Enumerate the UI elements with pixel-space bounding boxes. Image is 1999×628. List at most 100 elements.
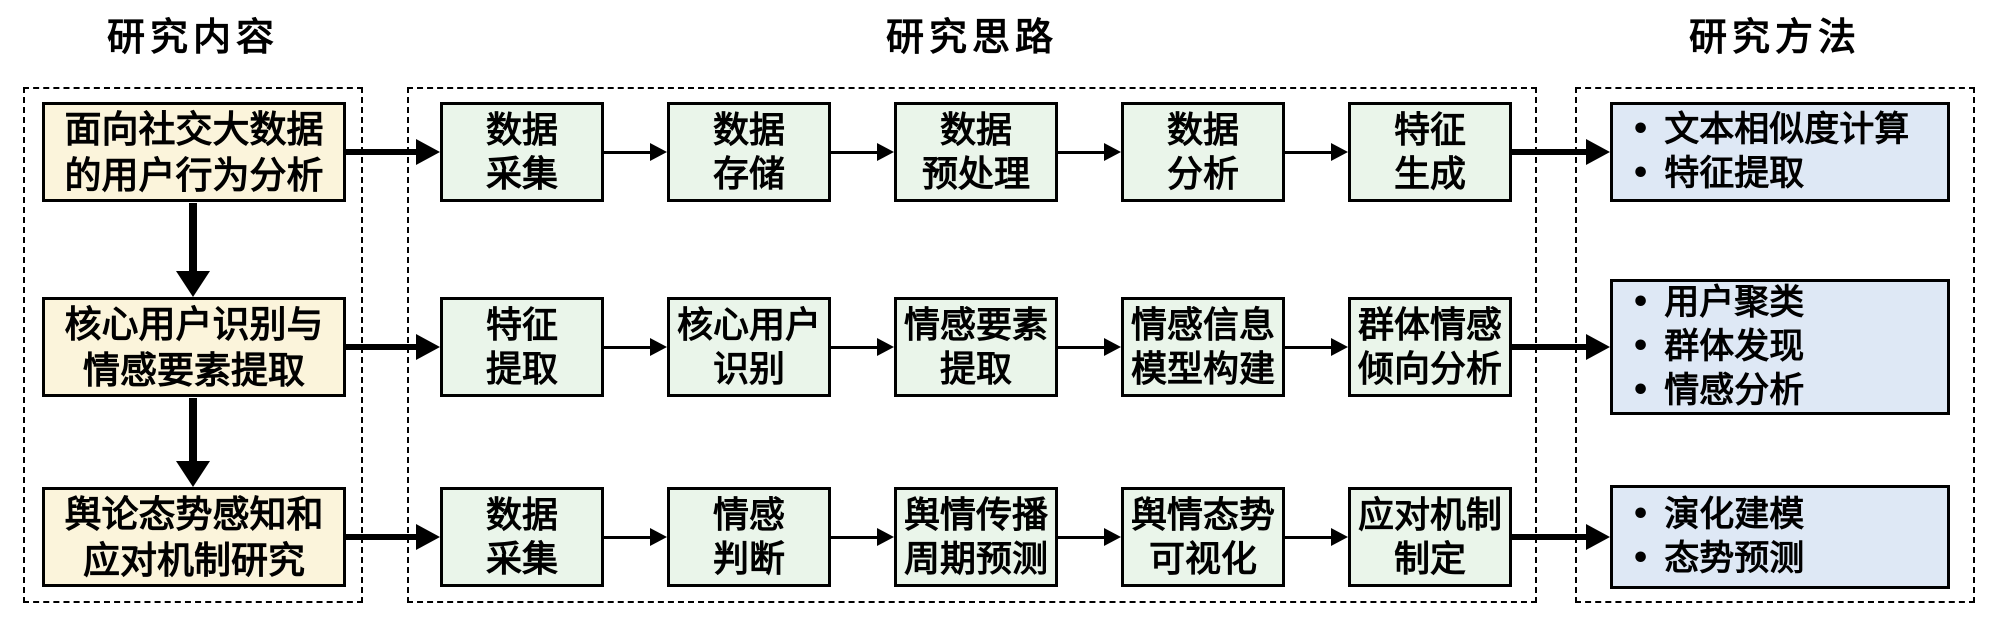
arrow-right-icon [604, 142, 667, 162]
content-box-line: 面向社交大数据 [64, 107, 324, 151]
arrow-down-icon [176, 398, 210, 487]
bullet-icon: • [1631, 329, 1651, 364]
content-box: 面向社交大数据 的用户行为分析 [42, 102, 346, 202]
content-box-line: 核心用户识别与 [64, 302, 324, 346]
step-box: 数据 采集 [440, 102, 604, 202]
arrow-shaft [1512, 149, 1586, 155]
step-box-line: 舆情传播 [903, 494, 1048, 536]
arrow-shaft [346, 344, 416, 350]
content-box: 舆论态势感知和 应对机制研究 [42, 487, 346, 587]
step-box-line: 情感 [712, 494, 785, 536]
arrow-shaft [346, 534, 416, 540]
arrow-right-icon [1058, 527, 1121, 547]
arrow-shaft [831, 150, 877, 154]
method-item: 特征提取 [1664, 153, 1805, 194]
arrow-right-icon [1512, 334, 1610, 360]
bullet-icon: • [1631, 373, 1651, 408]
arrow-shaft [604, 150, 650, 154]
step-box-line: 存储 [712, 153, 785, 195]
column-header-approach: 研究思路 [885, 14, 1058, 59]
method-item-row: • 文本相似度计算 [1631, 108, 1947, 152]
arrow-head [1104, 528, 1121, 546]
arrow-right-icon [1285, 142, 1348, 162]
step-box-line: 情感要素 [903, 304, 1048, 346]
bullet-icon: • [1631, 156, 1651, 191]
method-item: 演化建模 [1664, 494, 1805, 535]
arrow-head [650, 143, 667, 161]
bullet-icon: • [1631, 112, 1651, 147]
step-box-line: 可视化 [1148, 538, 1257, 580]
arrow-right-icon [831, 142, 894, 162]
step-box-line: 生成 [1393, 153, 1466, 195]
step-box-line: 提取 [485, 348, 558, 390]
content-box-line: 舆论态势感知和 [64, 492, 324, 536]
step-box: 舆情传播 周期预测 [894, 487, 1058, 587]
arrow-shaft [604, 535, 650, 539]
arrow-shaft [189, 398, 197, 461]
step-box-line: 制定 [1393, 538, 1466, 580]
arrow-head [1586, 139, 1610, 165]
arrow-right-icon [1512, 524, 1610, 550]
method-item-row: • 群体发现 [1631, 325, 1947, 369]
step-box: 核心用户 识别 [667, 297, 831, 397]
arrow-head [1331, 338, 1348, 356]
step-box-line: 应对机制 [1357, 494, 1502, 536]
step-box: 情感信息 模型构建 [1121, 297, 1285, 397]
step-box-line: 核心用户 [676, 304, 821, 346]
arrow-shaft [1285, 345, 1331, 349]
step-box: 数据 分析 [1121, 102, 1285, 202]
step-box-line: 数据 [712, 109, 785, 151]
step-box-line: 模型构建 [1130, 348, 1275, 390]
step-box-line: 数据 [485, 494, 558, 536]
step-box: 应对机制 制定 [1348, 487, 1512, 587]
bullet-icon: • [1631, 285, 1651, 320]
arrow-down-icon [176, 203, 210, 297]
arrow-shaft [346, 149, 416, 155]
arrow-head [1586, 524, 1610, 550]
bullet-icon: • [1631, 497, 1651, 532]
step-box-line: 群体情感 [1357, 304, 1502, 346]
arrow-head [650, 338, 667, 356]
method-item-row: • 演化建模 [1631, 493, 1947, 537]
step-box: 特征 生成 [1348, 102, 1512, 202]
arrow-head [416, 334, 440, 360]
method-item: 用户聚类 [1664, 282, 1805, 323]
method-box: • 用户聚类 • 群体发现 • 情感分析 [1610, 279, 1950, 415]
arrow-head [1104, 338, 1121, 356]
method-item-row: • 情感分析 [1631, 369, 1947, 413]
column-header-methods: 研究方法 [1688, 14, 1861, 59]
step-box-line: 判断 [712, 538, 785, 580]
arrow-shaft [1512, 534, 1586, 540]
arrow-shaft [1285, 535, 1331, 539]
content-box: 核心用户识别与 情感要素提取 [42, 297, 346, 397]
step-box-line: 预处理 [921, 153, 1030, 195]
step-box-line: 周期预测 [903, 538, 1048, 580]
arrow-right-icon [831, 527, 894, 547]
arrow-head [416, 139, 440, 165]
arrow-head [650, 528, 667, 546]
arrow-shaft [1058, 535, 1104, 539]
method-box: • 演化建模 • 态势预测 [1610, 485, 1950, 589]
arrow-right-icon [831, 337, 894, 357]
step-box-line: 舆情态势 [1130, 494, 1275, 536]
arrow-shaft [1058, 345, 1104, 349]
arrow-right-icon [1058, 142, 1121, 162]
step-box: 数据 存储 [667, 102, 831, 202]
arrow-head [1331, 143, 1348, 161]
method-item: 文本相似度计算 [1664, 109, 1910, 150]
arrow-right-icon [1512, 139, 1610, 165]
content-box-line: 的用户行为分析 [64, 153, 324, 197]
arrow-right-icon [346, 334, 440, 360]
step-box: 群体情感 倾向分析 [1348, 297, 1512, 397]
arrow-right-icon [346, 524, 440, 550]
method-item: 情感分析 [1664, 370, 1805, 411]
arrow-shaft [1285, 150, 1331, 154]
arrow-head [1104, 143, 1121, 161]
step-box-line: 提取 [939, 348, 1012, 390]
arrow-shaft [189, 203, 197, 271]
step-box: 情感要素 提取 [894, 297, 1058, 397]
arrow-shaft [604, 345, 650, 349]
arrow-head [1331, 528, 1348, 546]
arrow-right-icon [604, 337, 667, 357]
